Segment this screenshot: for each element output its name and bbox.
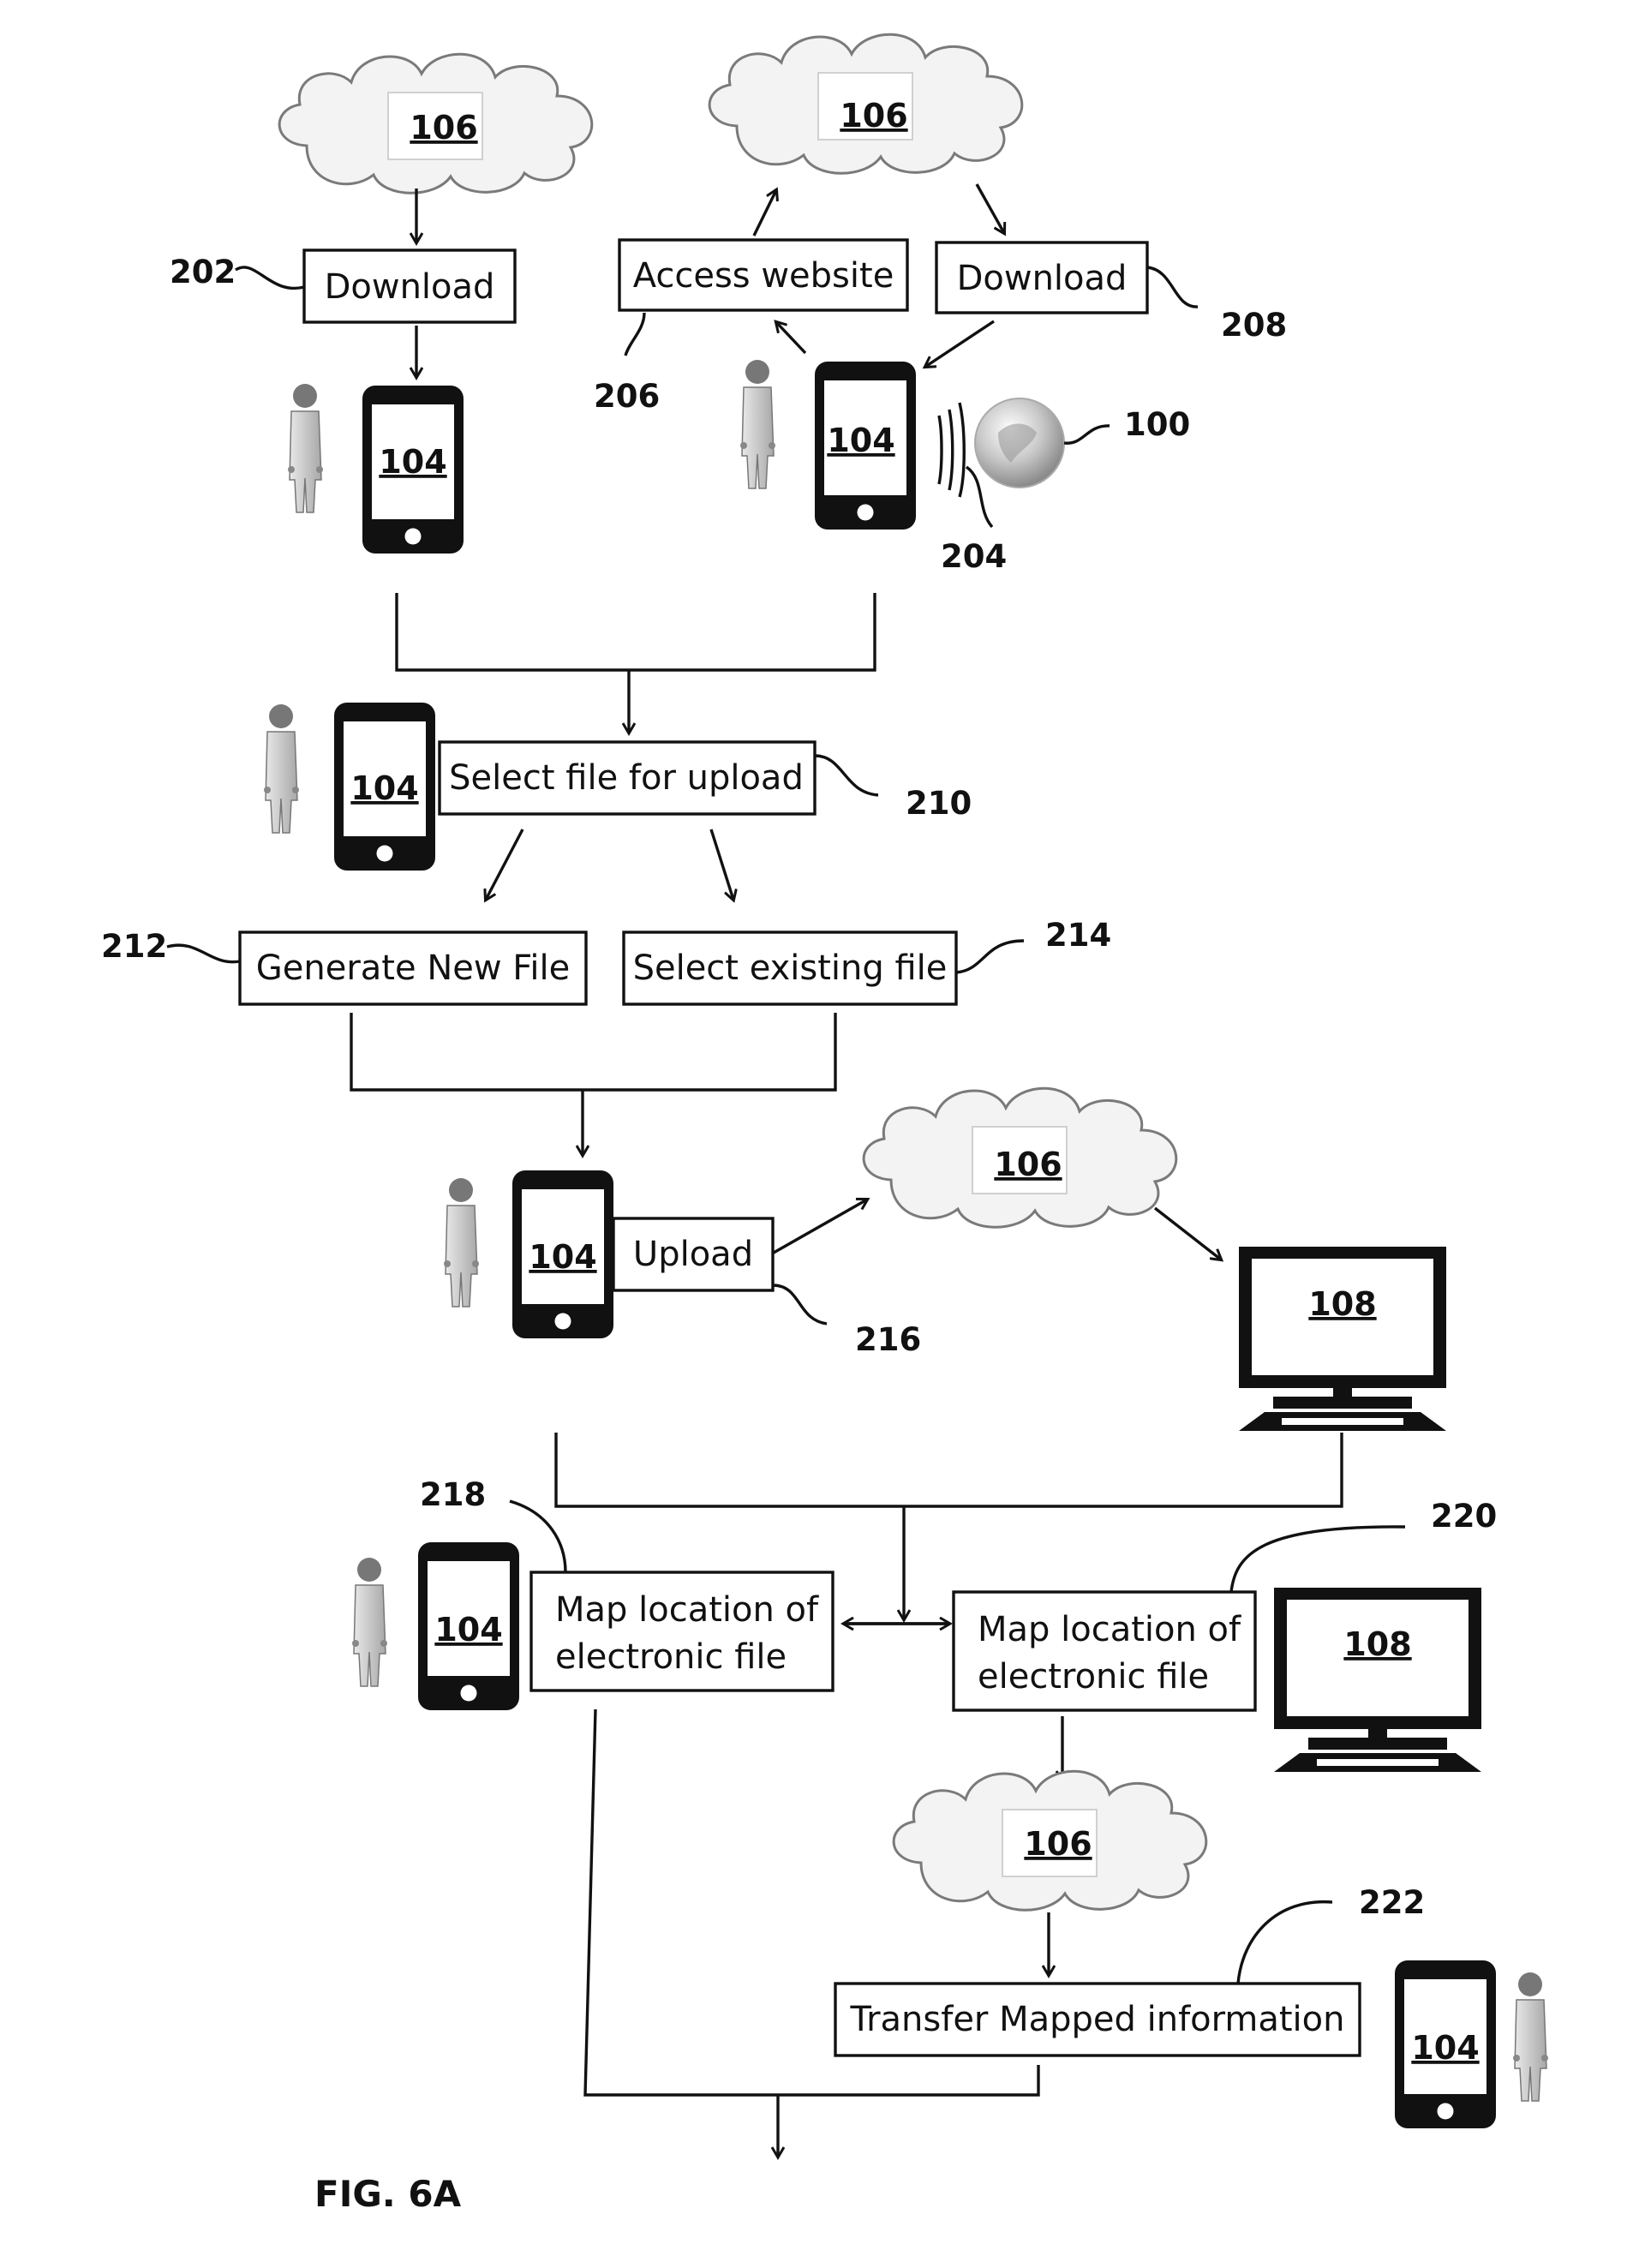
svg-text:104: 104 bbox=[350, 769, 418, 807]
merge-bracket-top bbox=[395, 593, 876, 672]
download-left-label: Download bbox=[325, 267, 495, 307]
leader-222 bbox=[1236, 1900, 1333, 1984]
map-left-box bbox=[529, 1571, 834, 1692]
leader-216 bbox=[772, 1284, 828, 1325]
leader-220 bbox=[1229, 1525, 1406, 1593]
leader-212 bbox=[166, 943, 241, 964]
phone-upload: 104 bbox=[512, 1170, 613, 1338]
ref-204: 204 bbox=[941, 538, 1007, 575]
ref-202: 202 bbox=[170, 254, 236, 290]
ref-222: 222 bbox=[1359, 1884, 1425, 1921]
cloud-top-right-label: 106 bbox=[840, 97, 907, 135]
map-left-label-line2: electronic file bbox=[555, 1637, 787, 1677]
map-right-box bbox=[952, 1590, 1257, 1712]
arrow-cloud-to-computer bbox=[1153, 1206, 1221, 1260]
arrow-to-existing bbox=[709, 829, 733, 900]
generate-new-box bbox=[238, 931, 588, 1006]
arrow-upload-to-cloud bbox=[773, 1200, 867, 1254]
signal-waves bbox=[937, 402, 966, 498]
merge-bracket-middle bbox=[350, 1013, 837, 1092]
download-right-box bbox=[935, 241, 1149, 314]
ref-214: 214 bbox=[1045, 917, 1111, 954]
leader-214 bbox=[955, 939, 1025, 974]
select-file-label: Select file for upload bbox=[449, 758, 804, 798]
ref-206: 206 bbox=[594, 378, 660, 415]
svg-text:104: 104 bbox=[1411, 2029, 1479, 2067]
upload-label: Upload bbox=[633, 1235, 753, 1274]
ref-100: 100 bbox=[1124, 406, 1190, 443]
phone-top-right: 104 bbox=[815, 362, 916, 530]
download-left-box bbox=[302, 248, 517, 324]
merge-bracket-lower bbox=[554, 1433, 1343, 1508]
upload-box bbox=[612, 1217, 775, 1292]
user-upload bbox=[443, 1177, 480, 1308]
phone-map: 104 bbox=[418, 1542, 519, 1710]
user-select bbox=[263, 703, 300, 834]
ref-216: 216 bbox=[855, 1321, 921, 1358]
leader-204 bbox=[965, 465, 994, 529]
transfer-box bbox=[834, 1982, 1361, 2057]
ref-208: 208 bbox=[1221, 307, 1287, 344]
select-existing-box bbox=[622, 931, 958, 1006]
arrow-access-to-cloud bbox=[752, 190, 776, 236]
select-existing-label: Select existing file bbox=[633, 948, 948, 988]
leader-208 bbox=[1146, 266, 1199, 308]
access-website-label: Access website bbox=[633, 256, 894, 296]
figure-label: FIG. 6A bbox=[314, 2173, 462, 2215]
svg-text:104: 104 bbox=[434, 1611, 502, 1649]
beacon-orb bbox=[974, 398, 1065, 488]
cloud-bottom-label: 106 bbox=[1024, 1825, 1092, 1863]
map-left-label-line1: Map location of bbox=[555, 1590, 819, 1630]
user-top-right bbox=[739, 359, 776, 489]
arrow-download-to-phone-right bbox=[925, 320, 995, 367]
leader-100 bbox=[1063, 424, 1110, 445]
leader-206 bbox=[624, 312, 646, 356]
cloud-top-left: 106 bbox=[278, 52, 594, 194]
arrow-cloud-to-download-right bbox=[975, 183, 1004, 233]
cloud-middle: 106 bbox=[862, 1086, 1178, 1229]
access-website-box bbox=[618, 238, 909, 312]
leader-210 bbox=[814, 754, 879, 797]
select-file-box bbox=[438, 740, 817, 816]
svg-text:104: 104 bbox=[827, 422, 894, 459]
svg-text:104: 104 bbox=[379, 443, 446, 481]
phone-transfer: 104 bbox=[1395, 1960, 1496, 2128]
leader-202 bbox=[235, 266, 305, 290]
ref-212: 212 bbox=[101, 928, 167, 965]
computer-map: 108 bbox=[1274, 1588, 1481, 1772]
merge-bracket-bottom bbox=[583, 1708, 1040, 2097]
ref-218: 218 bbox=[420, 1476, 486, 1513]
user-map bbox=[351, 1557, 388, 1687]
computer-upload: 108 bbox=[1239, 1247, 1446, 1431]
phone-select: 104 bbox=[334, 703, 435, 871]
ref-210: 210 bbox=[906, 785, 972, 822]
generate-new-label: Generate New File bbox=[256, 948, 570, 988]
cloud-middle-label: 106 bbox=[994, 1146, 1062, 1183]
map-right-label-line1: Map location of bbox=[978, 1610, 1241, 1649]
svg-text:108: 108 bbox=[1343, 1625, 1411, 1663]
svg-text:104: 104 bbox=[529, 1238, 596, 1276]
map-right-label-line2: electronic file bbox=[978, 1657, 1209, 1697]
leader-218 bbox=[509, 1499, 567, 1573]
svg-text:108: 108 bbox=[1308, 1285, 1376, 1323]
arrow-phone-to-access bbox=[776, 322, 807, 355]
cloud-top-right: 106 bbox=[708, 33, 1024, 175]
cloud-bottom: 106 bbox=[892, 1769, 1208, 1912]
transfer-label: Transfer Mapped information bbox=[850, 2000, 1345, 2039]
phone-top-left: 104 bbox=[362, 386, 464, 554]
download-right-label: Download bbox=[957, 259, 1128, 298]
user-top-left bbox=[287, 383, 324, 513]
arrow-to-generate bbox=[486, 829, 524, 900]
ref-220: 220 bbox=[1431, 1498, 1497, 1535]
user-transfer bbox=[1512, 1972, 1549, 2102]
cloud-top-left-label: 106 bbox=[410, 109, 477, 147]
